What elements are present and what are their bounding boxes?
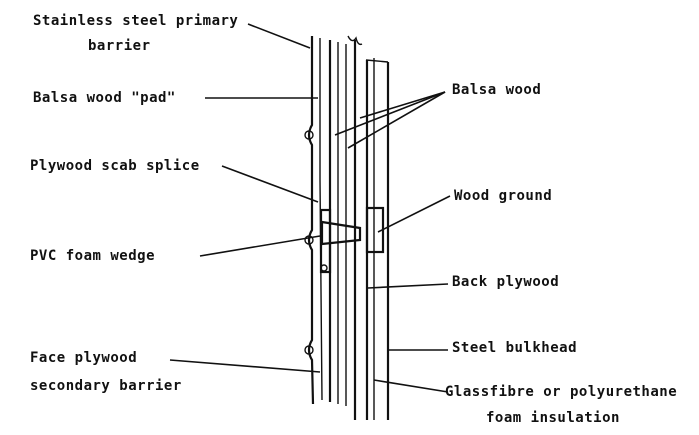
label-plywood-scab: Plywood scab splice bbox=[30, 158, 200, 174]
leader-balsa-wood-1 bbox=[334, 91, 446, 136]
stainless-steel-barrier bbox=[307, 36, 315, 405]
label-glassfibre-line2: foam insulation bbox=[486, 410, 620, 426]
leader-balsa-wood-2 bbox=[347, 91, 446, 149]
label-balsa-wood: Balsa wood bbox=[452, 82, 541, 98]
pvc-foam-wedge bbox=[320, 220, 362, 246]
label-face-plywood-line2: secondary barrier bbox=[30, 378, 182, 394]
label-face-plywood-line1: Face plywood bbox=[30, 350, 137, 366]
label-back-plywood: Back plywood bbox=[452, 274, 559, 290]
bump bbox=[320, 264, 328, 272]
bump bbox=[304, 345, 314, 355]
wall-section bbox=[304, 35, 390, 420]
label-wood-ground: Wood ground bbox=[454, 188, 552, 204]
leader-back-plywood bbox=[367, 283, 449, 289]
leader-scab bbox=[221, 165, 319, 203]
top-cap bbox=[365, 59, 389, 63]
leader-wood-ground bbox=[377, 195, 451, 233]
label-balsa-pad: Balsa wood "pad" bbox=[33, 90, 176, 106]
label-glassfibre-line1: Glassfibre or polyurethane bbox=[445, 384, 677, 400]
balsa-pad-layer bbox=[319, 38, 323, 401]
labels-left: Stainless steel primary barrier Balsa wo… bbox=[30, 13, 238, 394]
labels-right: Balsa wood Wood ground Back plywood Stee… bbox=[445, 82, 677, 426]
balsa-top-wave bbox=[347, 35, 363, 46]
leader-glassfibre bbox=[373, 379, 449, 393]
leader-pvc bbox=[199, 235, 321, 257]
label-stainless-line1: Stainless steel primary bbox=[33, 13, 238, 29]
leader-lines bbox=[169, 23, 451, 393]
bump bbox=[304, 130, 314, 140]
leader-stainless bbox=[247, 23, 311, 49]
label-stainless-line2: barrier bbox=[88, 38, 151, 54]
bump bbox=[304, 235, 314, 245]
leader-face-plywood bbox=[169, 359, 321, 373]
label-pvc-wedge: PVC foam wedge bbox=[30, 248, 155, 264]
label-steel-bulkhead: Steel bulkhead bbox=[452, 340, 577, 356]
leader-balsa-wood-3 bbox=[359, 91, 446, 119]
